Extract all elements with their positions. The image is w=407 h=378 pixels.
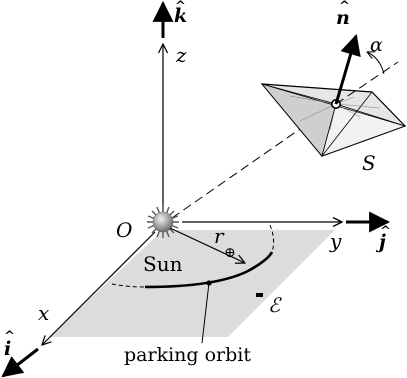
n-hat: ^	[339, 0, 350, 14]
parking-orbit-leader	[201, 282, 210, 344]
sun-icon	[147, 206, 179, 238]
i-label: i	[4, 338, 11, 360]
j-label: j	[375, 231, 386, 253]
sun-label: Sun	[143, 252, 183, 276]
parking-orbit-arc	[144, 251, 274, 289]
solar-sail-icon	[260, 83, 407, 157]
k-hat: ^	[175, 0, 186, 14]
n-label: n	[336, 7, 350, 29]
x-label: x	[38, 301, 49, 325]
k-label: k	[174, 5, 187, 27]
r-label: r	[214, 224, 225, 248]
orbit-dashed-right	[269, 224, 275, 253]
i-hat: ^	[4, 329, 15, 344]
z-label: z	[175, 43, 187, 67]
n-unit-vector	[334, 33, 361, 105]
sun-sail-line-extension	[335, 61, 399, 105]
r-vector	[169, 227, 245, 263]
plane-label: ℰ	[268, 293, 282, 317]
origin-label: O	[116, 218, 132, 242]
plane-marker	[256, 293, 263, 297]
orbit-dashed-left	[111, 283, 146, 288]
alpha-arc	[367, 52, 385, 75]
alpha-label: α	[370, 34, 383, 56]
j-hat: ^	[380, 224, 391, 239]
sail-label: S	[362, 151, 376, 175]
ecliptic-plane	[49, 230, 335, 337]
sun-sail-line	[171, 103, 337, 219]
r-subscript: ⊕	[224, 245, 236, 261]
parking-orbit-label: parking orbit	[124, 344, 251, 366]
i-unit-vector	[1, 347, 39, 378]
y-label: y	[329, 229, 342, 253]
x-axis	[42, 231, 156, 345]
